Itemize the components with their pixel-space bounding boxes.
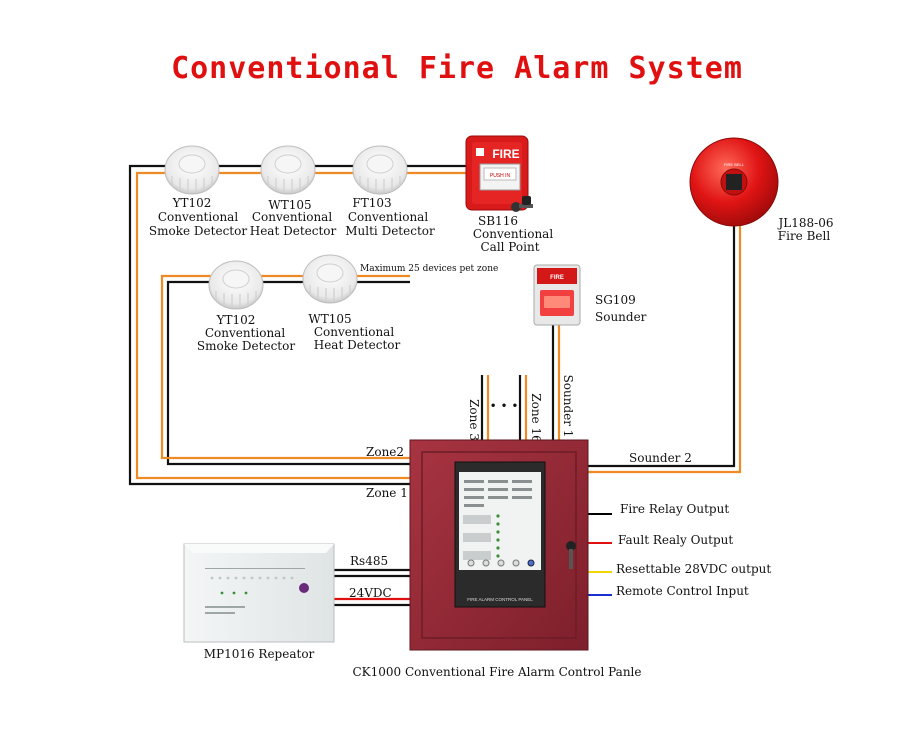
zone1-label-2: FT103 Conventional Multi Detector xyxy=(345,196,435,238)
sounder1-label: Sounder 1 xyxy=(561,375,575,438)
device-model: YT102 xyxy=(172,196,212,210)
output-label-2: Resettable 28VDC output xyxy=(616,562,771,576)
lock-key-icon xyxy=(566,541,576,569)
call-point-line2: Call Point xyxy=(480,240,539,254)
device-line1: Conventional xyxy=(252,210,333,224)
output-wires xyxy=(588,513,612,596)
output-label-3: Remote Control Input xyxy=(616,584,749,598)
sounder2-wire-black xyxy=(588,225,736,468)
device-line2: Heat Detector xyxy=(250,224,337,238)
zone3-label: Zone 3 xyxy=(467,399,481,441)
device-line2: Multi Detector xyxy=(345,224,435,238)
device-model: WT105 xyxy=(308,312,351,326)
sounder-model: SG109 xyxy=(595,293,636,307)
device-line2: Smoke Detector xyxy=(149,224,247,238)
panel-buttons xyxy=(467,559,535,567)
zone-ellipsis: • • • xyxy=(490,399,519,413)
zone2-label-0: YT102 Conventional Smoke Detector xyxy=(197,313,295,353)
call-point-push-text: PUSH IN xyxy=(490,173,511,179)
control-panel: FIRE ALARM CONTROL PANEL xyxy=(409,439,589,651)
zone2-wire-black xyxy=(166,280,410,466)
device-model: WT105 xyxy=(268,198,311,212)
sounder-device: FIRE xyxy=(533,264,581,326)
device-model: YT102 xyxy=(216,313,256,327)
v24-label: 24VDC xyxy=(349,586,392,600)
zone1-detector-2 xyxy=(352,145,408,195)
zone2-detector-0 xyxy=(208,260,264,310)
panel-face-text: FIRE ALARM CONTROL PANEL xyxy=(467,597,533,602)
zone1-detector-1 xyxy=(260,145,316,195)
call-point-line1: Conventional xyxy=(473,227,554,241)
zone1-label: Zone 1 xyxy=(366,486,408,500)
strobe-icon xyxy=(544,296,570,308)
sounder-face-text: FIRE xyxy=(550,275,564,281)
device-line1: Conventional xyxy=(158,210,239,224)
fire-symbol-icon xyxy=(476,148,484,156)
zone1-label-1: WT105 Conventional Heat Detector xyxy=(250,198,337,238)
zone2-label: Zone2 xyxy=(366,445,404,459)
device-line2: Smoke Detector xyxy=(197,339,295,353)
device-line2: Heat Detector xyxy=(314,338,401,352)
device-line1: Conventional xyxy=(205,326,286,340)
sounder-name: Sounder xyxy=(595,310,647,324)
output-label-1: Fault Realy Output xyxy=(618,533,733,547)
device-model: FT103 xyxy=(352,196,391,210)
bell-model: JL188-06 xyxy=(776,216,833,230)
bell-name: Fire Bell xyxy=(778,229,831,243)
sounder2-label: Sounder 2 xyxy=(629,451,692,465)
bell-brand-text: FIRE BELL xyxy=(724,162,745,167)
call-point-model: SB116 xyxy=(478,214,518,228)
repeater-button-icon xyxy=(299,583,309,593)
output-label-0: Fire Relay Output xyxy=(620,502,729,516)
rs485-label: Rs485 xyxy=(350,554,388,568)
diagram-title: Conventional Fire Alarm System xyxy=(171,51,743,86)
fire-bell: FIRE BELL xyxy=(689,137,779,227)
zone-note: Maximum 25 devices pet zone xyxy=(360,264,498,274)
zone2-detector-1 xyxy=(302,254,358,304)
device-line1: Conventional xyxy=(348,210,429,224)
zone1-detector-0 xyxy=(164,145,220,195)
zone1-label-0: YT102 Conventional Smoke Detector xyxy=(149,196,247,238)
call-point-face-text: FIRE xyxy=(492,147,519,161)
zone2-label-1: WT105 Conventional Heat Detector xyxy=(308,312,400,352)
zone2-wire-orange xyxy=(160,274,410,460)
bell-striker-icon xyxy=(726,174,742,190)
repeater-device xyxy=(183,543,335,643)
sounder2-wire-orange xyxy=(588,225,742,474)
wiring xyxy=(128,164,742,607)
key-icon xyxy=(511,196,533,212)
device-line1: Conventional xyxy=(314,325,395,339)
zone16-label: Zone 16 xyxy=(529,393,543,442)
repeater-label: MP1016 Repeator xyxy=(204,647,315,661)
panel-label: CK1000 Conventional Fire Alarm Control P… xyxy=(353,665,642,679)
call-point: FIRE PUSH IN xyxy=(465,135,533,212)
